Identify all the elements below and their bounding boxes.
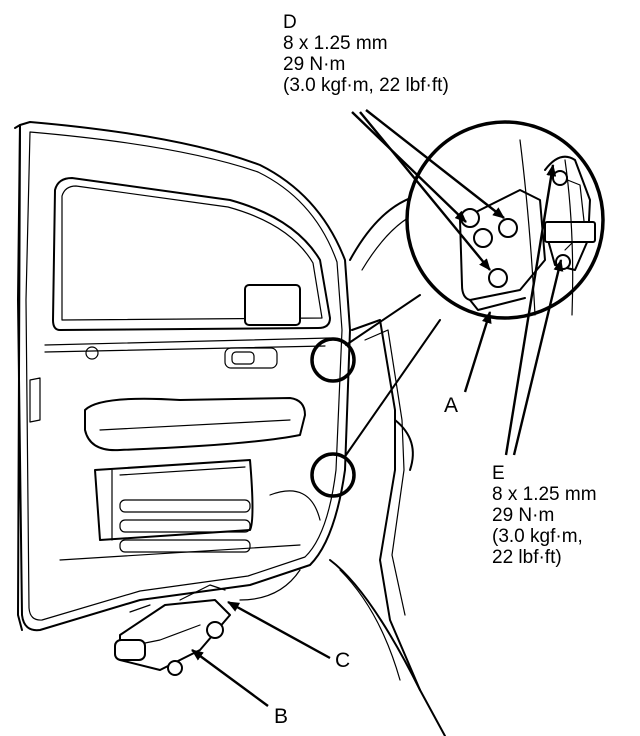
callout-d-size: 8 x 1.25 mm <box>283 33 388 54</box>
hinge-location-circles <box>310 337 356 498</box>
callout-e-torque-alt-2: 22 lbf·ft) <box>492 547 562 568</box>
callout-e-torque-alt-1: (3.0 kgf·m, <box>492 526 583 547</box>
hinge-detail-magnifier <box>405 120 605 320</box>
callout-b: B <box>274 705 289 728</box>
callout-e: E 8 x 1.25 mm 29 N·m (3.0 kgf·m, 22 lbf·… <box>492 463 597 568</box>
callout-c: C <box>335 649 351 672</box>
callout-a: A <box>444 394 459 417</box>
car-body-frame <box>239 194 446 736</box>
door-support-jack <box>114 584 231 676</box>
door-shell <box>14 121 351 632</box>
callout-d-torque: 29 N·m <box>283 54 346 75</box>
callout-e-torque: 29 N·m <box>492 505 555 526</box>
door-window <box>52 177 331 331</box>
callout-e-letter: E <box>492 463 505 484</box>
callout-d-torque-alt: (3.0 kgf·m, 22 lbf·ft) <box>283 75 449 96</box>
door-trim-panel <box>29 337 331 561</box>
magnifier-leaders <box>345 294 441 456</box>
callout-e-size: 8 x 1.25 mm <box>492 484 597 505</box>
callout-arrows <box>191 109 564 707</box>
callout-d: D 8 x 1.25 mm 29 N·m (3.0 kgf·m, 22 lbf·… <box>283 12 449 96</box>
callout-d-letter: D <box>283 12 297 33</box>
